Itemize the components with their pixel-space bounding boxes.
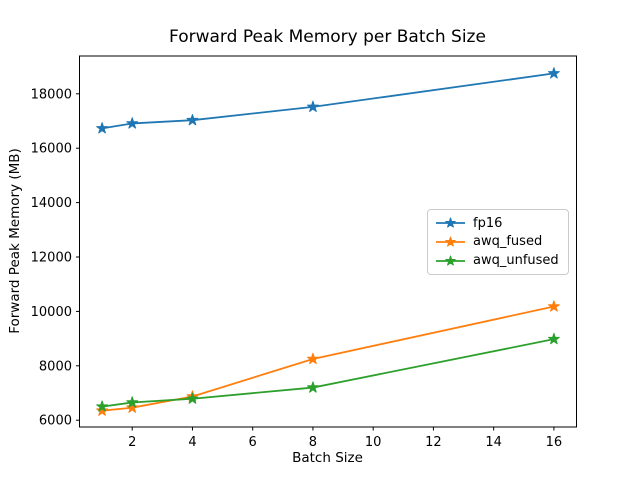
series-marker-awq_fused [547, 300, 560, 312]
x-tick-label: 10 [365, 435, 382, 450]
legend-label-awq_unfused: awq_unfused [473, 253, 559, 269]
legend-item-fp16: fp16 [435, 214, 560, 232]
y-tick-label: 16000 [31, 142, 72, 157]
y-tick-label: 18000 [31, 87, 72, 102]
series-line-awq_fused [102, 305, 555, 412]
series-marker-fp16 [96, 122, 109, 134]
chart-title: Forward Peak Memory per Batch Size [169, 27, 486, 47]
series-marker-awq_unfused [186, 392, 199, 404]
legend-label-fp16: fp16 [473, 215, 503, 231]
y-tick-label: 14000 [31, 196, 72, 211]
plot-border [79, 55, 577, 428]
legend-star-icon [445, 217, 456, 228]
series-marker-awq_unfused [96, 400, 109, 412]
legend-swatch-awq_fused [436, 236, 465, 247]
x-tick-label: 14 [485, 435, 502, 450]
x-tick-label: 6 [249, 435, 257, 450]
series-marker-fp16 [547, 67, 560, 79]
series-marker-awq_fused [96, 404, 109, 416]
series-marker-fp16 [307, 100, 319, 112]
series-marker-awq_unfused [307, 381, 319, 393]
legend-box: fp16 awq_fused awq_unfused [427, 209, 569, 275]
series-marker-awq_unfused [126, 396, 139, 408]
x-axis-label: Batch Size [292, 450, 363, 466]
x-tick-label: 8 [309, 435, 317, 450]
series-marker-awq_fused [126, 401, 139, 413]
legend-swatch-fp16 [436, 217, 465, 228]
y-tick-label: 12000 [31, 251, 72, 266]
legend-item-awq_fused: awq_fused [435, 233, 560, 251]
series-line-awq_unfused [101, 338, 555, 408]
legend-label-awq_fused: awq_fused [473, 234, 543, 250]
y-axis-label: Forward Peak Memory (MB) [7, 148, 23, 334]
series-marker-awq_unfused [547, 332, 560, 345]
legend-star-icon [445, 236, 456, 247]
legend-swatch-awq_unfused [436, 255, 465, 266]
legend-item-awq_unfused: awq_unfused [435, 252, 560, 270]
series-line-fp16 [101, 72, 555, 130]
series-marker-fp16 [186, 113, 199, 126]
legend-star-icon [445, 255, 456, 266]
x-tick-label: 12 [425, 435, 442, 450]
x-tick-label: 2 [128, 435, 136, 450]
y-tick-label: 8000 [39, 359, 72, 374]
series-marker-awq_fused [307, 352, 319, 365]
x-tick-label: 4 [188, 435, 196, 450]
series-marker-fp16 [126, 117, 139, 129]
y-tick-label: 6000 [39, 414, 72, 429]
x-tick-label: 16 [546, 435, 563, 450]
y-tick-label: 10000 [31, 305, 72, 320]
